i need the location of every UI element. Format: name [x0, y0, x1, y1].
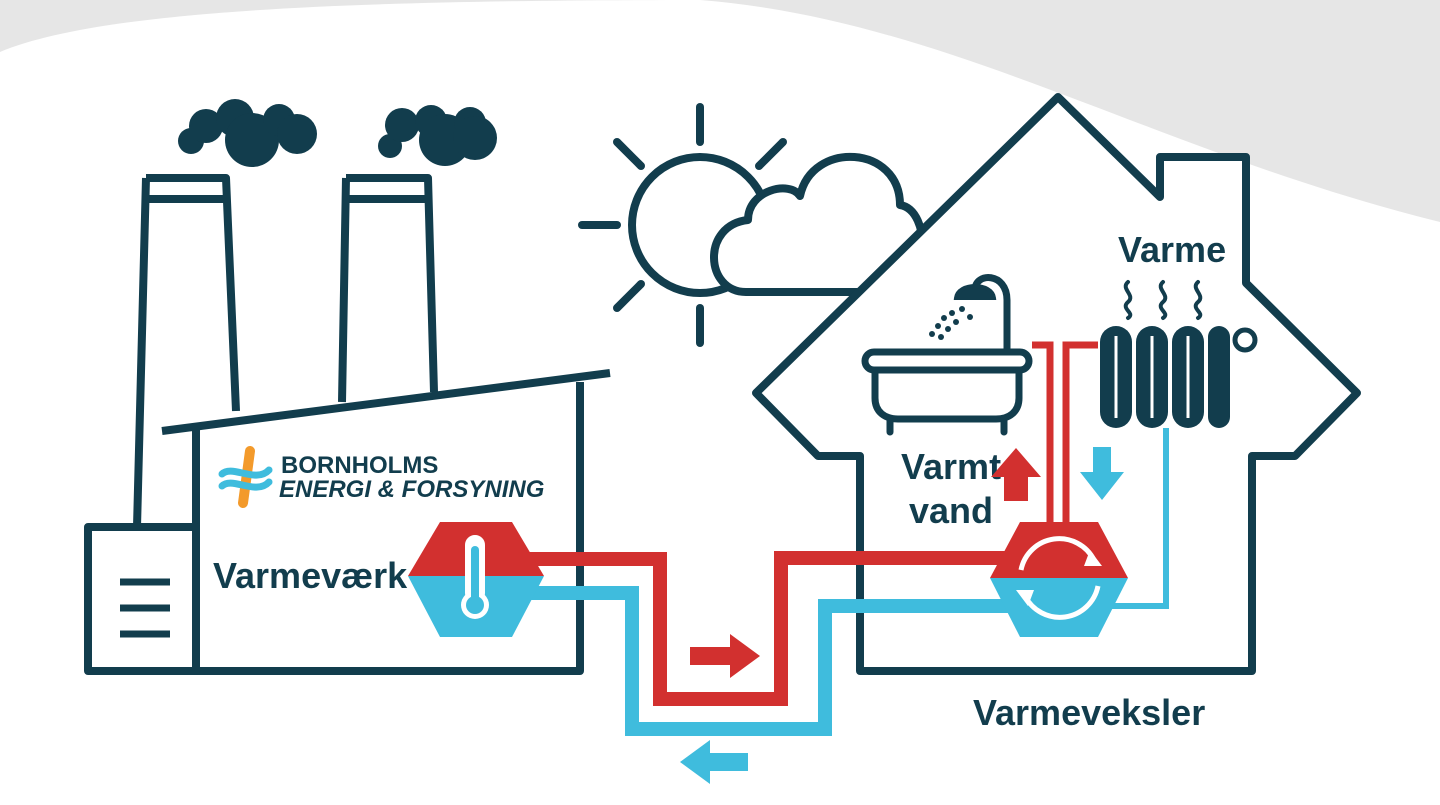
logo-line2: ENERGI & FORSYNING — [279, 476, 544, 503]
steam-icon — [1123, 280, 1203, 320]
return-pipe — [525, 586, 1020, 736]
house-icon — [752, 93, 1361, 675]
thermometer-icon — [461, 535, 489, 619]
supply-pipe-radiator — [1062, 341, 1098, 530]
factory-icon — [84, 174, 611, 675]
supply-pipe-hot-water — [1032, 341, 1054, 530]
plant-label: Varmeværk — [213, 555, 408, 596]
background-curve — [0, 0, 1440, 222]
return-pipe-radiator — [1112, 428, 1169, 609]
arrow-up-icon — [991, 448, 1041, 501]
logo-mark-icon — [218, 446, 273, 508]
arrow-down-icon — [1080, 447, 1124, 500]
factory-vent-icon — [120, 578, 170, 638]
smoke-icon — [178, 99, 317, 167]
water-drops-icon — [929, 306, 973, 340]
hot-water-label-line2: vand — [909, 490, 993, 531]
heat-exchanger-label: Varmeveksler — [973, 692, 1205, 733]
heat-label: Varme — [1118, 229, 1226, 270]
hot-water-label-line1: Varmt — [901, 446, 1001, 487]
bathtub-icon — [861, 348, 1033, 436]
arrow-right-icon — [690, 634, 760, 678]
shower-icon — [953, 274, 1011, 354]
heat-exchanger-icon — [990, 522, 1128, 637]
arrow-left-icon — [680, 740, 748, 784]
supply-pipe — [525, 551, 1020, 706]
radiator-icon — [1100, 326, 1258, 428]
smoke-icon — [378, 105, 497, 166]
logo-line1: BORNHOLMS — [281, 452, 438, 479]
